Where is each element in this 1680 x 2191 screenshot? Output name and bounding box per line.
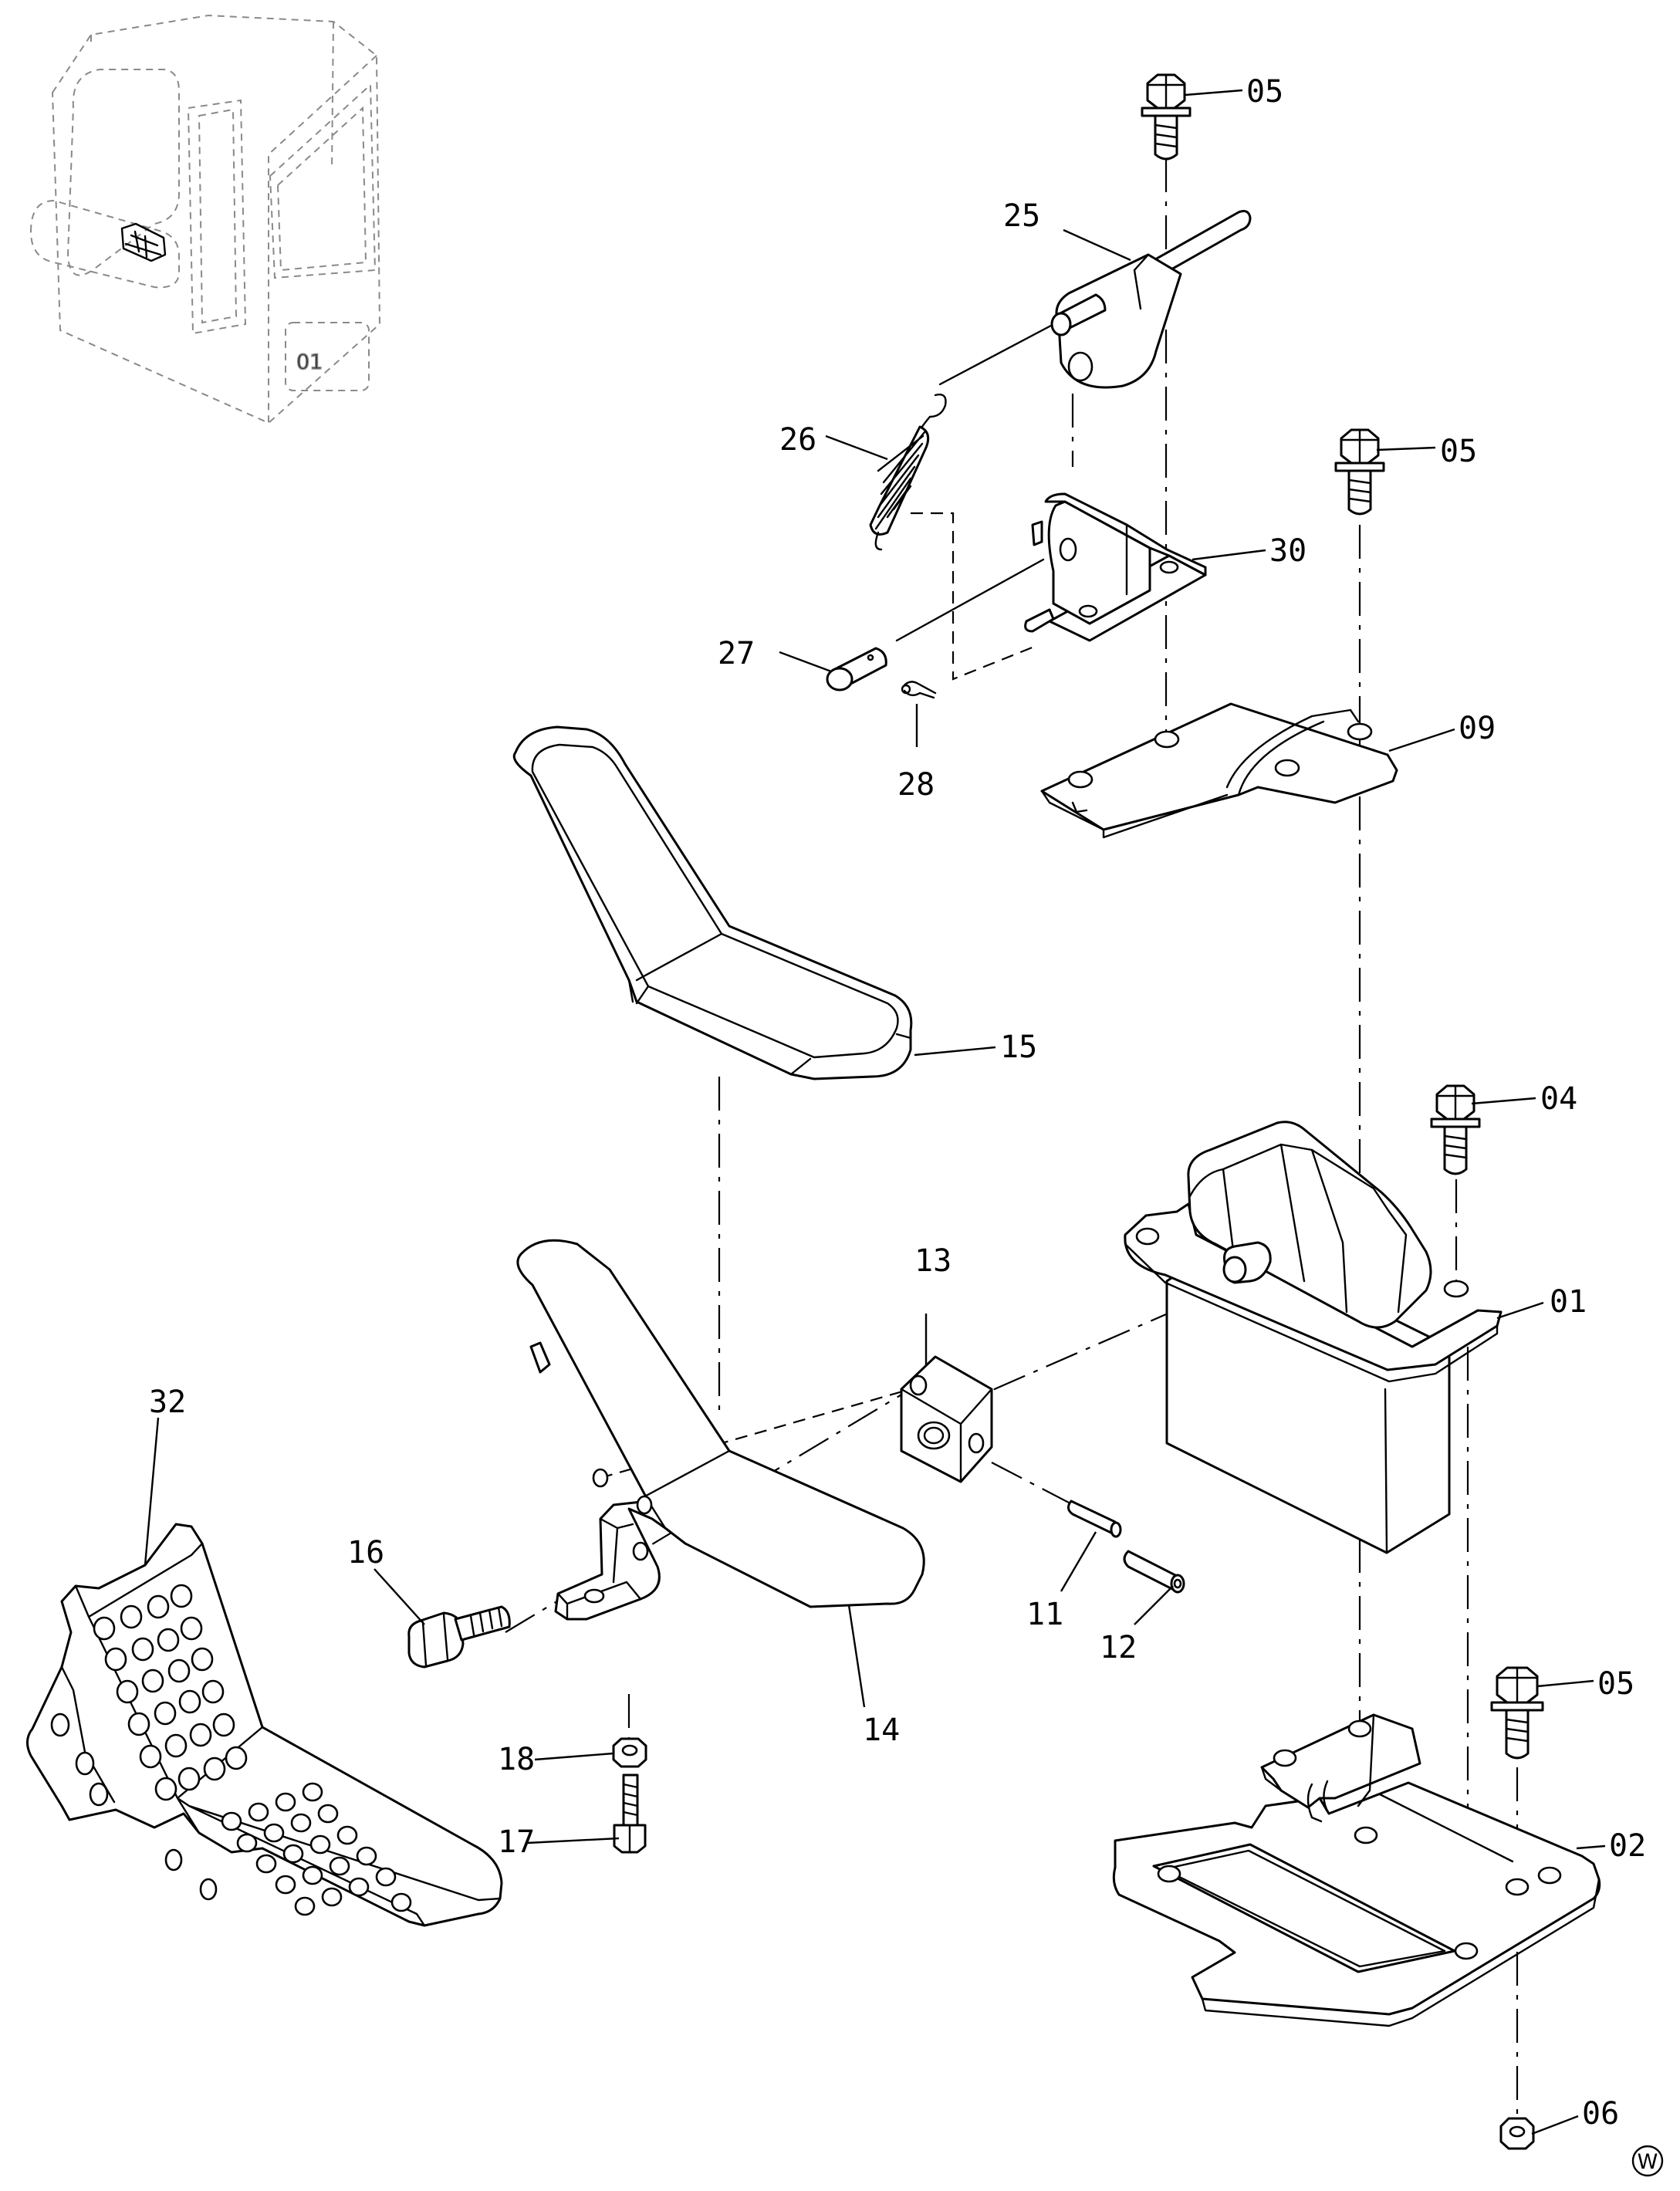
pin-27 bbox=[826, 647, 887, 691]
label-part-18: 18 bbox=[498, 1742, 535, 1777]
bracket-30 bbox=[1024, 492, 1207, 642]
leader-lines bbox=[144, 89, 1606, 2135]
assembly-line-26-25 bbox=[938, 319, 1063, 386]
bolt-17 bbox=[613, 1773, 647, 1854]
assembly-line-27-30 bbox=[895, 558, 1045, 642]
label-part-13: 13 bbox=[914, 1243, 952, 1279]
nut-06 bbox=[1499, 2117, 1535, 2150]
label-part-09: 09 bbox=[1459, 711, 1496, 746]
lever-25 bbox=[1050, 210, 1252, 389]
label-part-05-lower: 05 bbox=[1597, 1666, 1634, 1702]
label-part-06: 06 bbox=[1582, 2096, 1619, 2132]
cab-locator-icon: 01 bbox=[29, 14, 381, 424]
label-part-14: 14 bbox=[863, 1713, 900, 1748]
bolt-04 bbox=[1430, 1084, 1481, 1175]
base-plate-02 bbox=[1112, 1713, 1601, 2027]
label-part-11: 11 bbox=[1026, 1597, 1063, 1632]
label-part-04: 04 bbox=[1540, 1081, 1577, 1117]
bolt-16 bbox=[407, 1605, 511, 1669]
label-part-05-top: 05 bbox=[1246, 74, 1283, 110]
w-circle-icon: W bbox=[1631, 2145, 1664, 2177]
corner-mark-text: W bbox=[1638, 2150, 1658, 2174]
label-part-28: 28 bbox=[897, 767, 935, 803]
pedal-cover-32 bbox=[26, 1523, 503, 1927]
label-part-26: 26 bbox=[779, 422, 816, 458]
pedal-pad-15 bbox=[512, 725, 913, 1080]
pedal-unit-01 bbox=[1124, 1121, 1503, 1554]
pedal-arm-14 bbox=[516, 1239, 925, 1621]
label-part-27: 27 bbox=[718, 636, 755, 671]
center-line-13-01 bbox=[941, 1283, 1234, 1414]
label-part-01: 01 bbox=[1550, 1284, 1587, 1320]
cotter-pin-28 bbox=[901, 681, 937, 699]
label-part-30: 30 bbox=[1269, 533, 1306, 569]
block-13 bbox=[900, 1355, 993, 1483]
label-part-32: 32 bbox=[149, 1385, 186, 1420]
label-part-15: 15 bbox=[1000, 1030, 1037, 1065]
label-part-12: 12 bbox=[1100, 1630, 1137, 1665]
pin-12 bbox=[1123, 1550, 1185, 1594]
cab-locator-highlight bbox=[120, 222, 167, 262]
nut-18 bbox=[612, 1737, 647, 1768]
label-part-05-middle: 05 bbox=[1440, 434, 1477, 469]
bolt-05-top bbox=[1141, 73, 1192, 161]
label-part-25: 25 bbox=[1003, 198, 1040, 234]
cab-mark-text: 01 bbox=[296, 350, 323, 374]
label-part-16: 16 bbox=[347, 1535, 384, 1571]
spring-26 bbox=[869, 394, 947, 551]
callout-labels: 05 25 05 26 30 27 28 09 15 04 13 01 32 1… bbox=[149, 74, 1646, 2132]
assembly-line-28-30 bbox=[911, 512, 1035, 681]
label-part-17: 17 bbox=[498, 1824, 535, 1860]
hidden-line-14-13 bbox=[600, 1388, 911, 1479]
plate-09 bbox=[1040, 702, 1398, 839]
cover-32-holes bbox=[50, 1584, 412, 1916]
pin-11 bbox=[1067, 1500, 1122, 1538]
bolt-05-middle bbox=[1334, 428, 1385, 516]
bolt-05-lower bbox=[1490, 1666, 1544, 1760]
label-part-02: 02 bbox=[1609, 1828, 1646, 1864]
